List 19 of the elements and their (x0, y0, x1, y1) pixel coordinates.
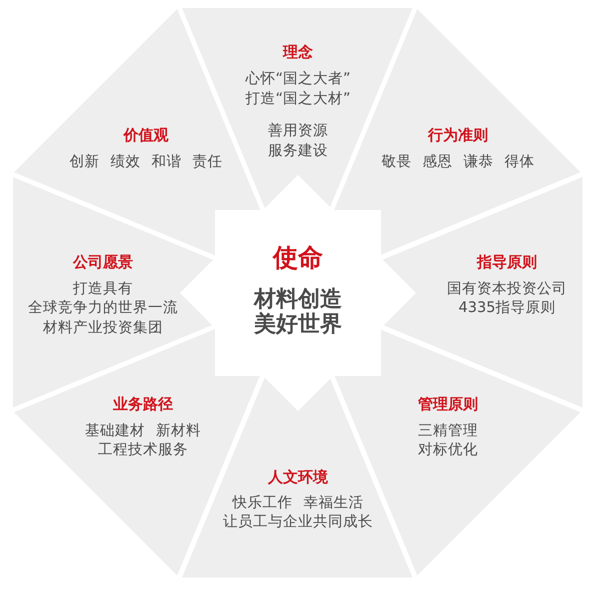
segment-text: 三精管理对标优化 (418, 422, 478, 460)
segment-text: 打造具有全球竞争力的世界一流材料产业投资集团 (28, 280, 178, 338)
segment-text: 国有资本投资公司4335指导原则 (446, 280, 567, 318)
segment-heading: 指导原则 (476, 252, 537, 272)
segment-heading: 价值观 (123, 124, 168, 145)
segment-heading: 人文环境 (268, 466, 328, 487)
segment-heading: 行为准则 (428, 124, 488, 145)
segment-text: 心怀“国之大者”打造“国之大材” (245, 70, 350, 108)
center-heading: 使命 (273, 243, 323, 273)
segment-text: 创新 绩效 和谐 责任 (69, 152, 223, 172)
segment-text: 基础建材 新材料工程技术服务 (84, 422, 202, 460)
center-text: 材料创造美好世界 (254, 287, 342, 337)
segment-heading: 管理原则 (418, 394, 478, 414)
segment-heading: 业务路径 (112, 394, 173, 414)
segment-text: 善用资源服务建设 (268, 122, 328, 160)
segment-text: 快乐工作 幸福生活让员工与企业共同成长 (222, 494, 373, 532)
segment-heading: 理念 (282, 42, 313, 62)
segment-heading: 公司愿景 (73, 252, 133, 272)
segment-text: 敬畏 感恩 谦恭 得体 (381, 152, 535, 172)
